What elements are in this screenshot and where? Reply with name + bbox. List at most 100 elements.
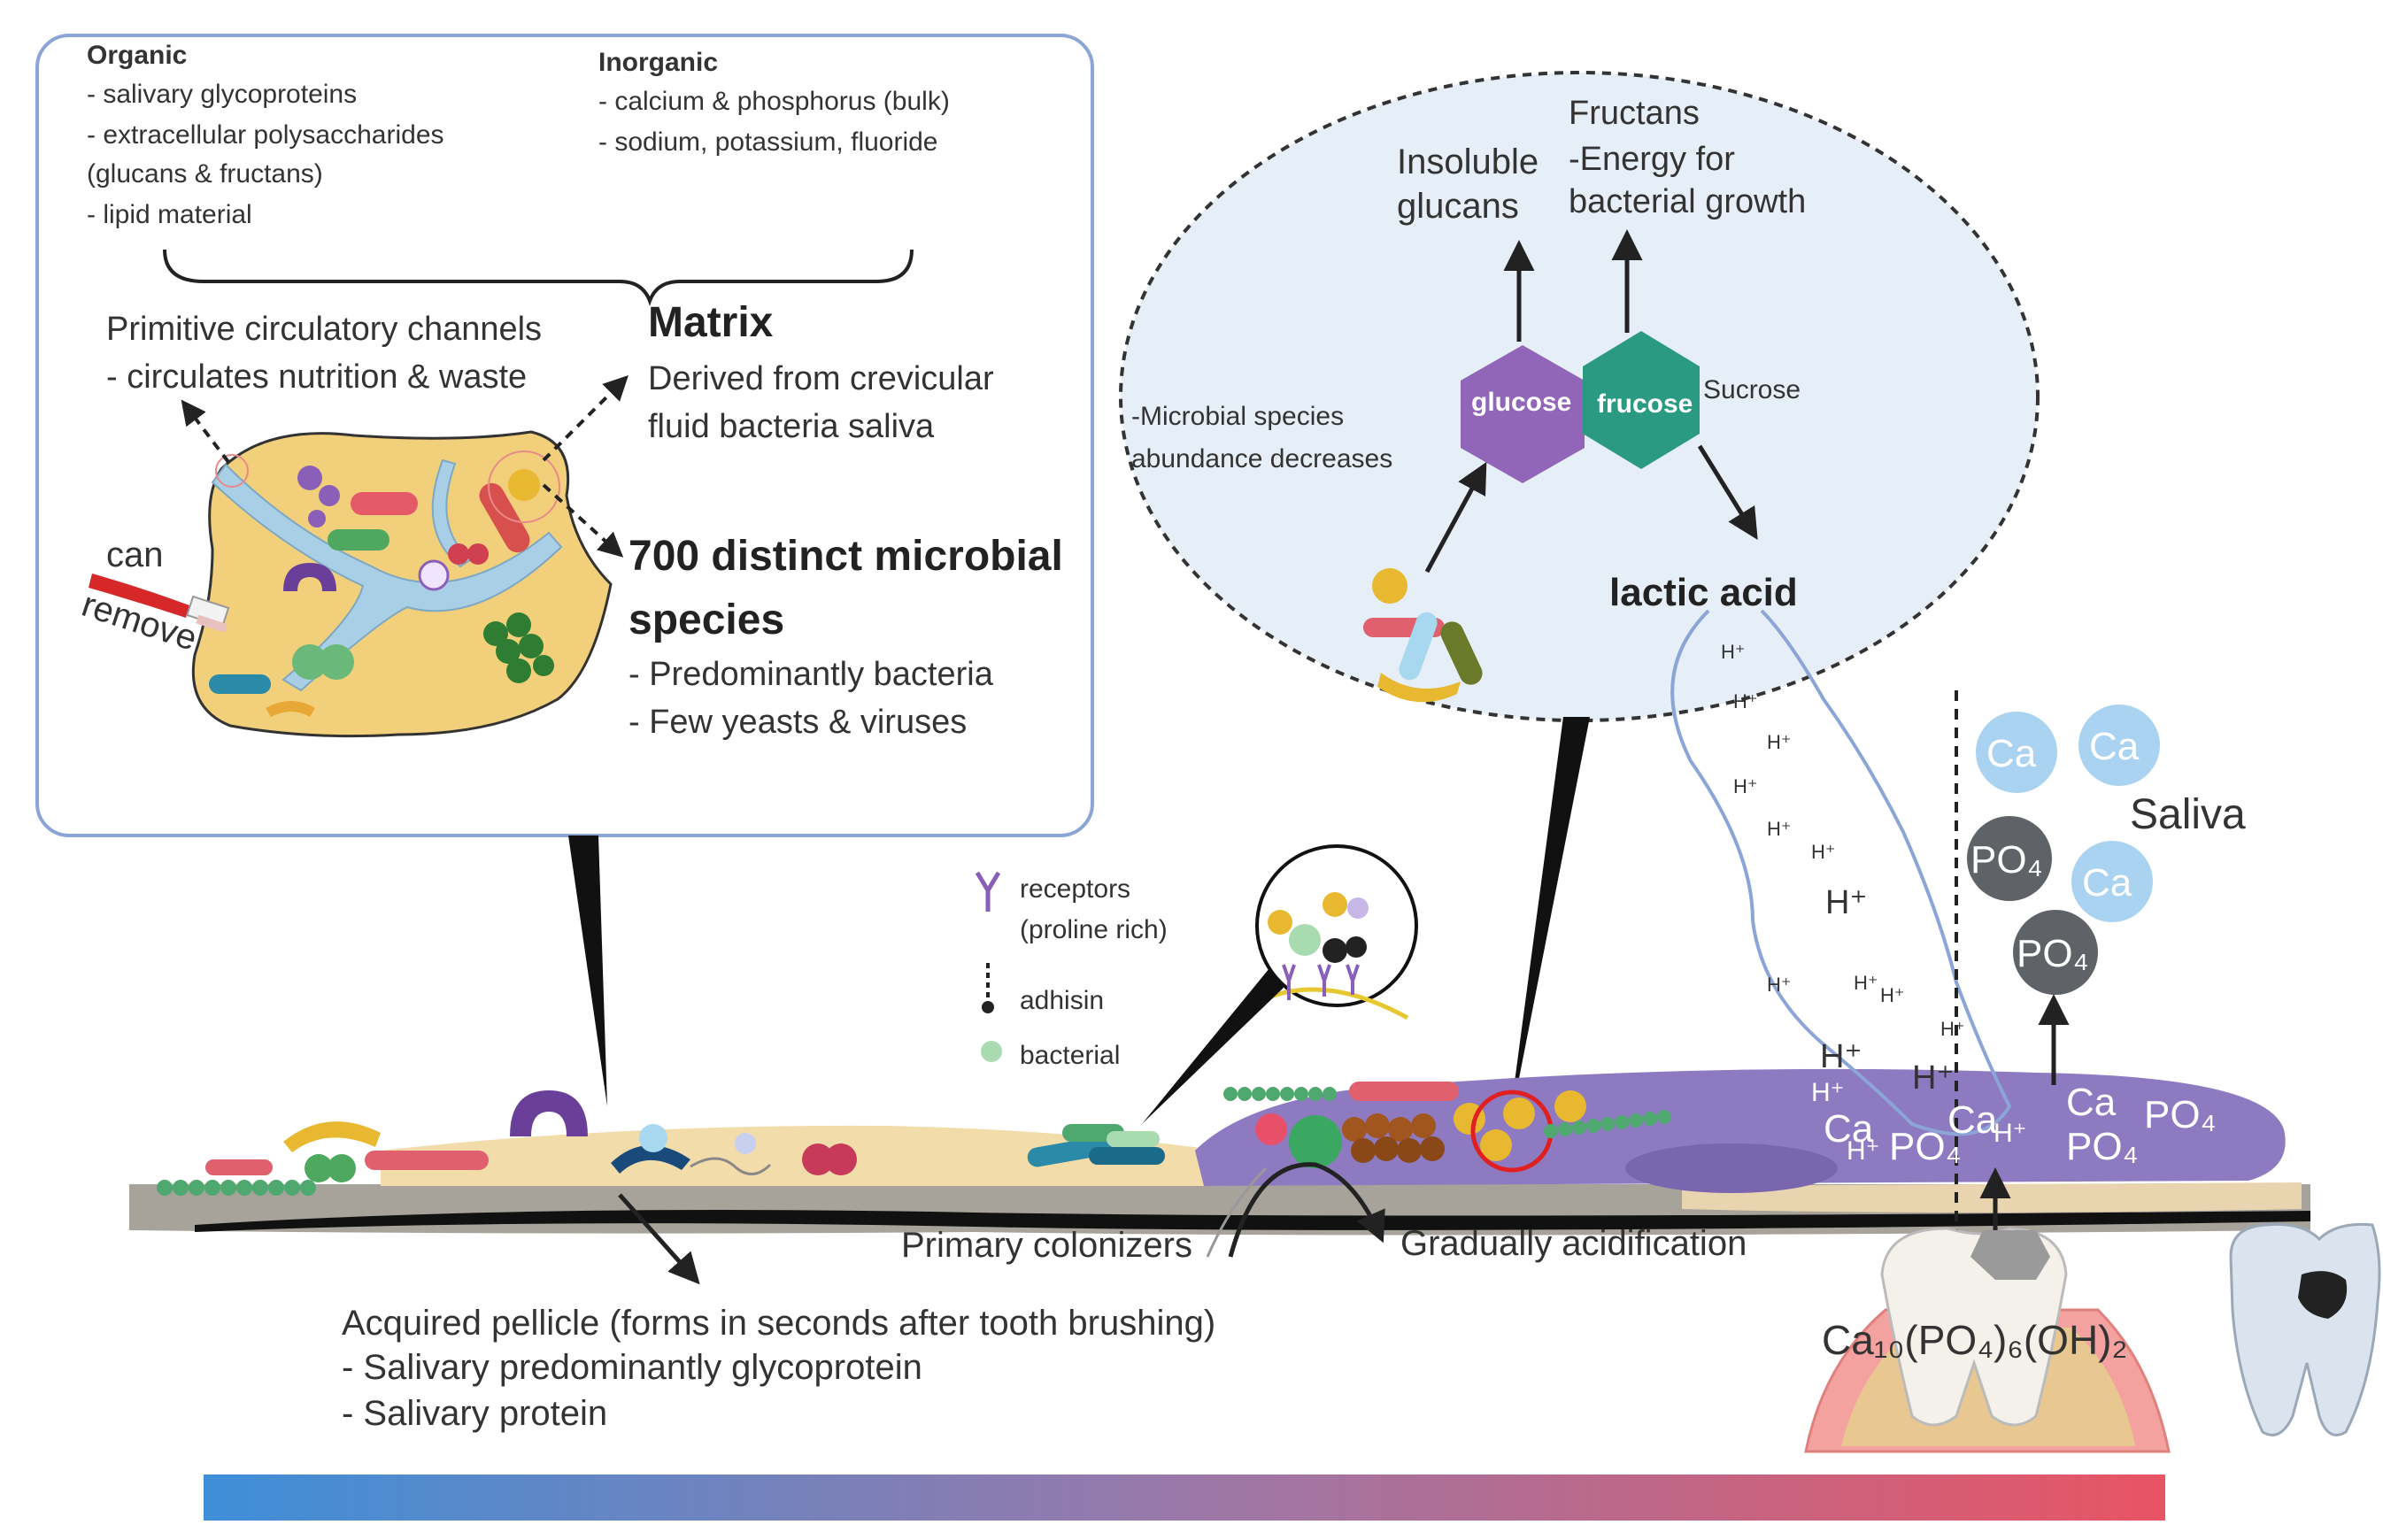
coccus-cluster-1 — [292, 644, 328, 680]
cluster-lilac — [1347, 897, 1369, 919]
cluster-cell-2 — [506, 612, 531, 637]
colonizer-mint-rod — [1107, 1131, 1160, 1147]
primary-colonizers-pointer — [1206, 1167, 1268, 1258]
channels-arrow — [181, 399, 230, 464]
toothbrush-icon — [89, 574, 230, 633]
bacterial-label: bacterial — [1020, 1041, 1120, 1070]
receptors-sublabel: (proline rich) — [1020, 915, 1168, 944]
biofilm-chain-2-cell-9 — [1657, 1110, 1671, 1124]
receptor-bacteria-cluster — [1268, 892, 1369, 1000]
po4-ion-1 — [1967, 816, 2052, 901]
fructans-line-1: Fructans — [1569, 95, 1700, 132]
biofilm-chain-2-cell-6 — [1615, 1115, 1629, 1129]
ca-ion-3-label: Ca — [2082, 861, 2132, 905]
biofilm-chain-2-cell-3 — [1572, 1120, 1586, 1135]
tooth-cross-section — [1804, 1227, 2171, 1453]
rod-bacterium-red — [351, 492, 418, 515]
chain-1-cell-1 — [157, 1180, 173, 1196]
pellicle-horseshoe — [510, 1090, 588, 1136]
acidity-gradient-bar — [204, 1475, 2165, 1521]
ca-ion-1 — [1976, 712, 2057, 793]
hplus-6: H⁺ — [1811, 841, 1836, 863]
adhesion-pointer — [1142, 968, 1284, 1124]
organic-line-4: - lipid material — [87, 200, 252, 229]
inorganic-heading: Inorganic — [598, 48, 718, 77]
channels-line-1: Primitive circulatory channels — [106, 311, 542, 348]
biofilm-green-chain-1 — [1223, 1087, 1337, 1101]
cluster-dark-2 — [1346, 936, 1367, 958]
biofilm-chain-1-cell-2 — [1238, 1087, 1252, 1101]
cluster-yellow-2 — [1323, 892, 1347, 917]
chain-1-cell-10 — [300, 1180, 316, 1196]
pellicle-lilac-coccus — [735, 1133, 756, 1154]
tooth-surface-dark-line — [195, 1210, 2310, 1232]
hydroxyapatite-label: Ca₁₀(PO₄)₆(OH)₂ — [1822, 1317, 2127, 1363]
biofilm-yellow-coccus-2 — [1480, 1129, 1512, 1161]
species-line-1: - Predominantly bacteria — [629, 656, 994, 693]
pellicle-green-chain-1 — [157, 1180, 316, 1196]
pellicle-red-rod — [205, 1159, 273, 1175]
pellicle-line-1: Acquired pellicle (forms in seconds afte… — [342, 1304, 1215, 1343]
species-arrow — [542, 483, 624, 558]
chain-1-cell-2 — [173, 1180, 189, 1196]
insoluble-glucans-line-2: glucans — [1397, 187, 1519, 226]
toothbrush-handle — [89, 574, 189, 618]
matrix-line-2: fluid bacteria saliva — [648, 408, 935, 445]
brown-cell-1 — [1342, 1117, 1367, 1142]
organic-line-2: - extracellular polysaccharides — [87, 120, 444, 150]
brown-cell-8 — [1420, 1136, 1445, 1161]
ca-ion-2-label: Ca — [2089, 725, 2140, 768]
coccus-purple — [297, 466, 322, 490]
hplus-13: H⁺ — [1811, 1078, 1845, 1107]
hydrogen-ions: H⁺ H⁺ H⁺ H⁺ H⁺ H⁺ H⁺ H⁺ H⁺ H⁺ H⁺ H⁺ H⁺ H… — [1721, 641, 2027, 1166]
cluster-dark-1 — [1323, 938, 1347, 963]
matrix-arrow — [542, 375, 629, 462]
insoluble-glucans-line-1: Insoluble — [1397, 142, 1539, 181]
acid-flow-loop — [1670, 609, 2012, 1136]
biofilm-chain-2-cell-7 — [1629, 1113, 1643, 1128]
channels-line-2: - circulates nutrition & waste — [106, 358, 527, 396]
pellicle-green-coccus-1 — [305, 1154, 333, 1182]
biofilm-ca-1: Ca — [1824, 1107, 1874, 1151]
glucose-label: glucose — [1471, 388, 1571, 417]
rod-bacterium-green — [328, 529, 389, 551]
brown-cell-3 — [1388, 1117, 1413, 1142]
cluster-cell-1 — [483, 621, 508, 646]
box-pointer — [568, 835, 607, 1106]
matrix-line-1: Derived from crevicular — [648, 360, 994, 397]
po4-ion-2-label: PO₄ — [2017, 932, 2089, 975]
biofilm-chain-1-cell-6 — [1294, 1087, 1308, 1101]
hplus-14: H⁺ — [1912, 1059, 1955, 1097]
chain-1-cell-7 — [252, 1180, 268, 1196]
biofilm-chain-1-cell-5 — [1280, 1087, 1294, 1101]
pellicle-yellow-crescent — [283, 1121, 381, 1152]
brown-cell-7 — [1397, 1138, 1422, 1163]
circulatory-channels — [211, 463, 563, 692]
biofilm-ca-2: Ca — [1947, 1098, 1998, 1142]
biofilm-po4-2: PO₄ — [2144, 1093, 2217, 1136]
biofilm-inner-shade — [1625, 1143, 1838, 1193]
frucose-label: frucose — [1597, 389, 1693, 419]
biofilm-chain-2-cell-4 — [1586, 1119, 1600, 1133]
primary-colonizer-cluster — [1027, 1124, 1165, 1167]
bacterium-blue-rod — [1399, 612, 1438, 681]
species-title-1: 700 distinct microbial — [629, 533, 1063, 580]
adhesion-surface-line — [1265, 987, 1409, 1020]
pellicle-green-coccus-2 — [328, 1154, 356, 1182]
biofilm-chain-2-cell-2 — [1558, 1122, 1572, 1136]
cluster-receptors — [1282, 964, 1360, 1000]
chain-1-cell-8 — [268, 1180, 284, 1196]
organic-line-3: (glucans & fructans) — [87, 159, 323, 189]
curved-rod-teal — [209, 674, 271, 694]
coccus-cluster-2 — [319, 644, 354, 680]
pellicle-spiky-red-2 — [825, 1143, 857, 1175]
glucose-hexagon — [1461, 345, 1585, 483]
biofilm-chain-1-cell-8 — [1323, 1087, 1337, 1101]
lactic-arrow — [1697, 444, 1758, 540]
pellicle-line-3: - Salivary protein — [342, 1394, 607, 1433]
matrix-zoom-circle — [488, 450, 560, 523]
biofilm-chain-2-cell-1 — [1544, 1124, 1558, 1138]
ca-ion-2 — [2078, 705, 2160, 786]
hplus-1: H⁺ — [1721, 641, 1746, 663]
